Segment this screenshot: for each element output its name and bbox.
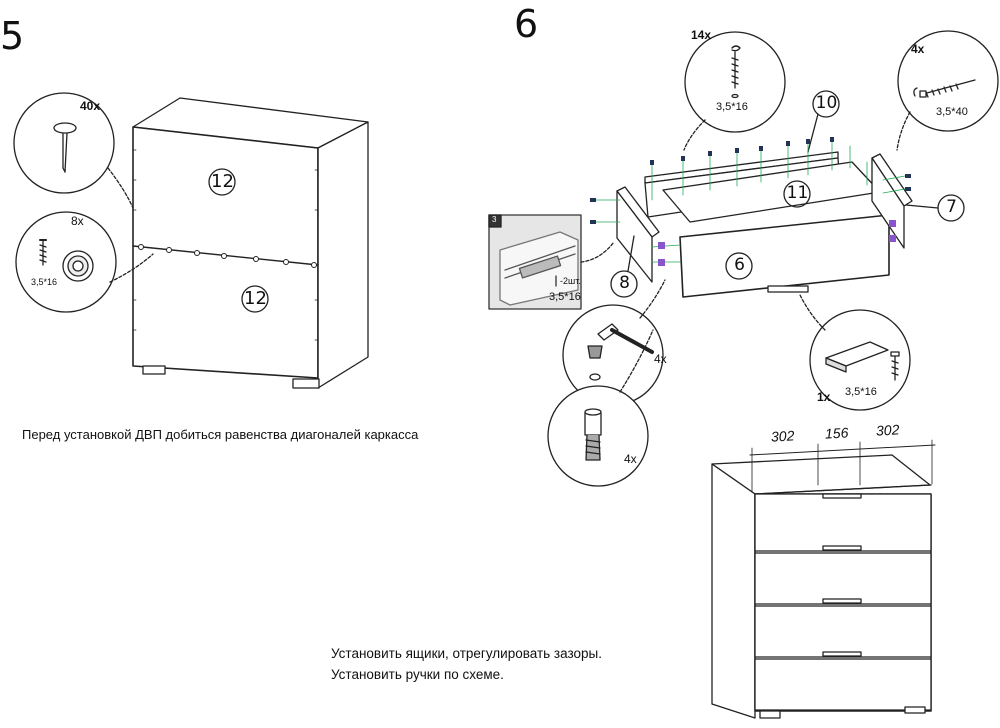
inset-step-number: 3: [492, 215, 497, 224]
dimension-middle: 156: [824, 424, 849, 442]
part-10-circle: [812, 90, 840, 118]
part-11-label: 11: [786, 183, 809, 203]
part-10-label: 10: [815, 93, 838, 113]
nail-callout: [13, 92, 134, 209]
drawer-exploded-view: [590, 90, 965, 298]
hammer-callout: [562, 279, 666, 406]
screws-side-size: 3,5*40: [936, 106, 968, 118]
step-6-number: 6: [514, 2, 539, 46]
inset-quantity: -2шт.: [560, 276, 581, 286]
drawer-rail-inset: [488, 214, 615, 310]
step-5-number: 5: [0, 14, 25, 58]
nails-quantity: 40x: [80, 99, 101, 113]
screw-14x-callout: [683, 31, 786, 151]
dowel-quantity: 4x: [624, 452, 637, 466]
dresser-front-view: [711, 439, 936, 719]
screws-side-quantity: 4x: [911, 42, 925, 56]
screw-callout: [15, 211, 154, 313]
part-8-circle: [610, 270, 638, 298]
hammer-quantity: 4x: [654, 352, 667, 366]
screws-quantity: 8x: [71, 214, 84, 228]
handle-screw-size: 3,5*16: [845, 386, 877, 398]
step-5-note: Перед установкой ДВП добиться равенства …: [22, 427, 419, 442]
part-6-circle: [725, 252, 753, 280]
part-7-label: 7: [946, 197, 957, 217]
part-12-upper-circle: [208, 168, 236, 196]
part-8-label: 8: [619, 273, 630, 293]
part-6-label: 6: [734, 255, 745, 275]
handle-quantity: 1x: [817, 390, 831, 404]
dowel-callout: [547, 329, 654, 487]
inset-screw-size: 3,5*16: [549, 291, 581, 303]
step-6-note-line-1: Установить ящики, отрегулировать зазоры.: [331, 646, 602, 661]
step-6-note-line-2: Установить ручки по схеме.: [331, 667, 504, 682]
screw-size-label: 3,5*16: [31, 277, 58, 287]
screws-top-quantity: 14x: [691, 28, 712, 42]
part-12-lower-circle: [241, 285, 269, 313]
screws-top-size: 3,5*16: [716, 101, 748, 113]
part-12-upper-label: 12: [211, 171, 234, 192]
cabinet-back-view: [132, 97, 369, 389]
part-12-lower-label: 12: [244, 288, 267, 309]
step-6-note: Установить ящики, отрегулировать зазоры.…: [331, 643, 602, 685]
part-11-circle: [783, 180, 811, 208]
dimension-left: 302: [770, 427, 795, 445]
dimension-right: 302: [875, 421, 900, 439]
handle-callout: [799, 294, 911, 411]
screw-4x-callout: [896, 30, 999, 151]
